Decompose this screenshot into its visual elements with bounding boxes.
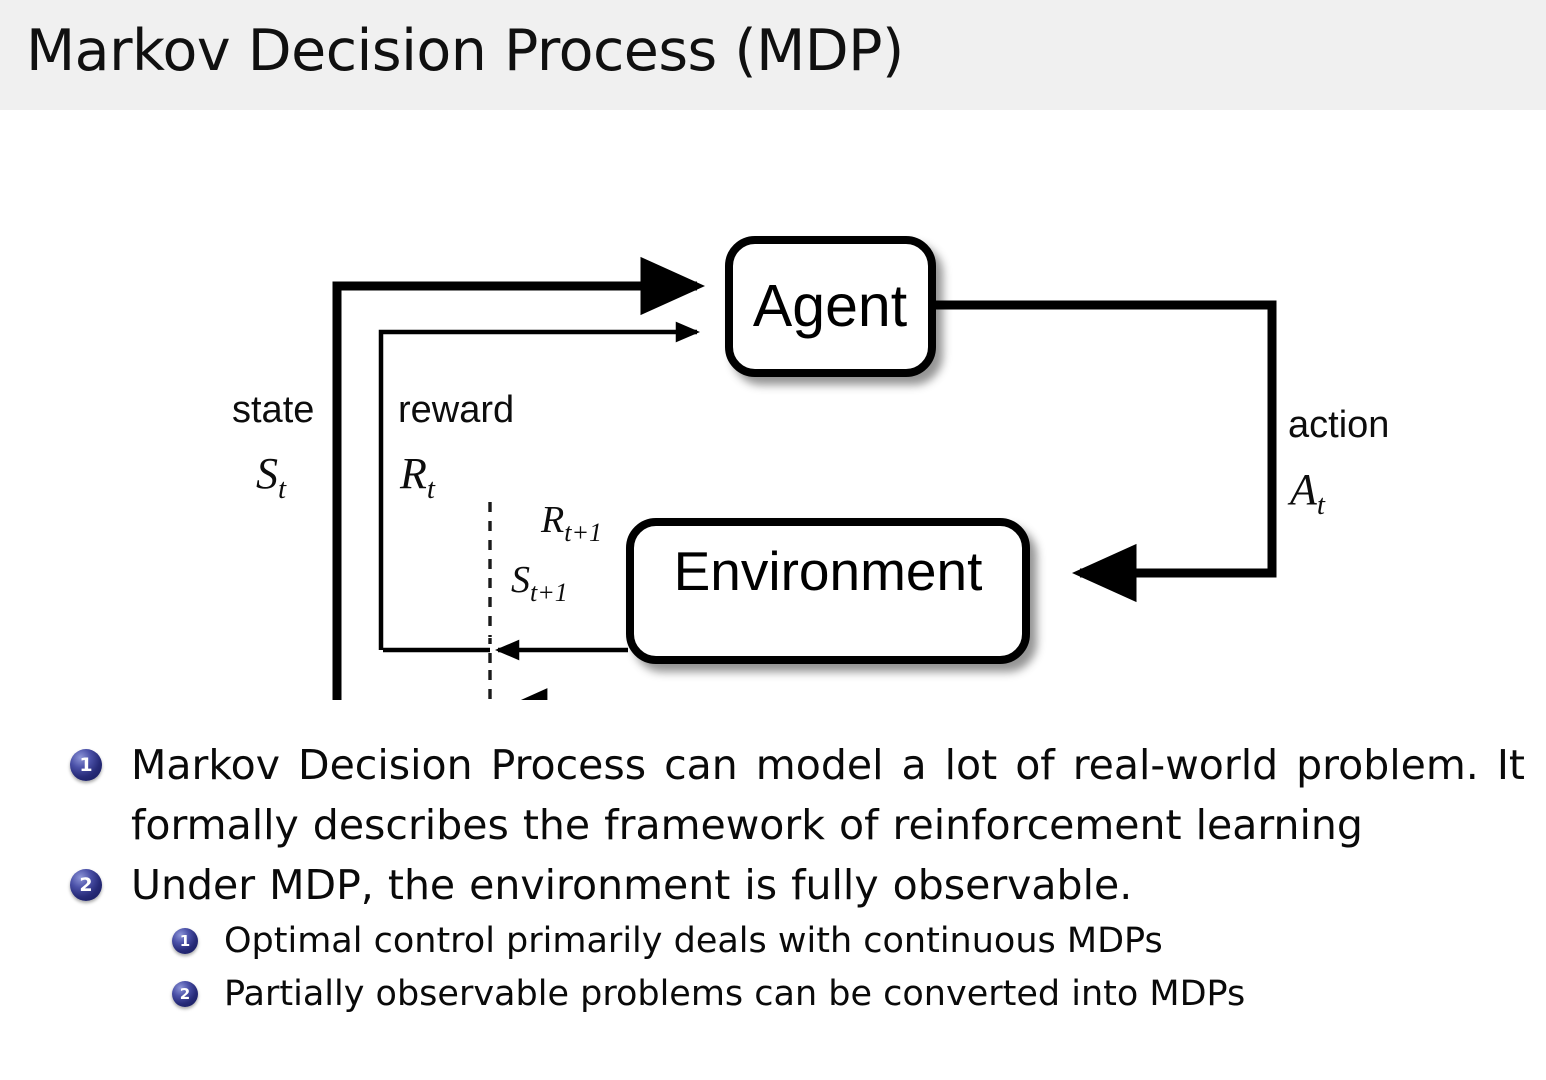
state-symbol: St [256, 449, 287, 505]
action-label: action [1288, 404, 1389, 446]
list-item: 1 Markov Decision Process can model a lo… [0, 735, 1546, 855]
action-edge [930, 300, 1277, 603]
agent-node-label: Agent [753, 273, 907, 339]
bullet-marker: 1 [70, 749, 102, 781]
list-item: 2 Under MDP, the environment is fully ob… [0, 855, 1546, 915]
list-item-text: Under MDP, the environment is fully obse… [131, 861, 1133, 909]
environment-node[interactable]: Environment [626, 518, 1030, 664]
list-item: 2 Partially observable problems can be c… [0, 968, 1546, 1021]
bullet-list: 1 Markov Decision Process can model a lo… [0, 735, 1546, 1021]
page-title: Markov Decision Process (MDP) [26, 18, 904, 84]
state-label: state [232, 389, 314, 431]
slide-header-bar: Markov Decision Process (MDP) [0, 0, 1546, 110]
list-item-text: Markov Decision Process can model a lot … [131, 741, 1525, 849]
reward-label: reward [398, 389, 514, 431]
bullet-marker: 1 [172, 928, 198, 954]
mdp-interaction-diagram: Agent Environment state St reward Rt act… [0, 110, 1546, 700]
action-symbol: At [1287, 465, 1326, 521]
bullet-marker: 2 [172, 981, 198, 1007]
list-item-text: Partially observable problems can be con… [224, 974, 1246, 1014]
bullet-marker: 2 [70, 869, 102, 901]
reward-symbol: Rt [399, 449, 436, 505]
state-next-symbol: St+1 [511, 559, 568, 607]
state-feedback-edge [332, 256, 706, 700]
reward-next-symbol: Rt+1 [540, 499, 602, 547]
environment-node-label: Environment [674, 540, 983, 602]
list-item: 1 Optimal control primarily deals with c… [0, 915, 1546, 968]
list-item-text: Optimal control primarily deals with con… [224, 921, 1163, 961]
agent-node[interactable]: Agent [725, 236, 936, 377]
reward-feedback-edge [378, 321, 701, 661]
